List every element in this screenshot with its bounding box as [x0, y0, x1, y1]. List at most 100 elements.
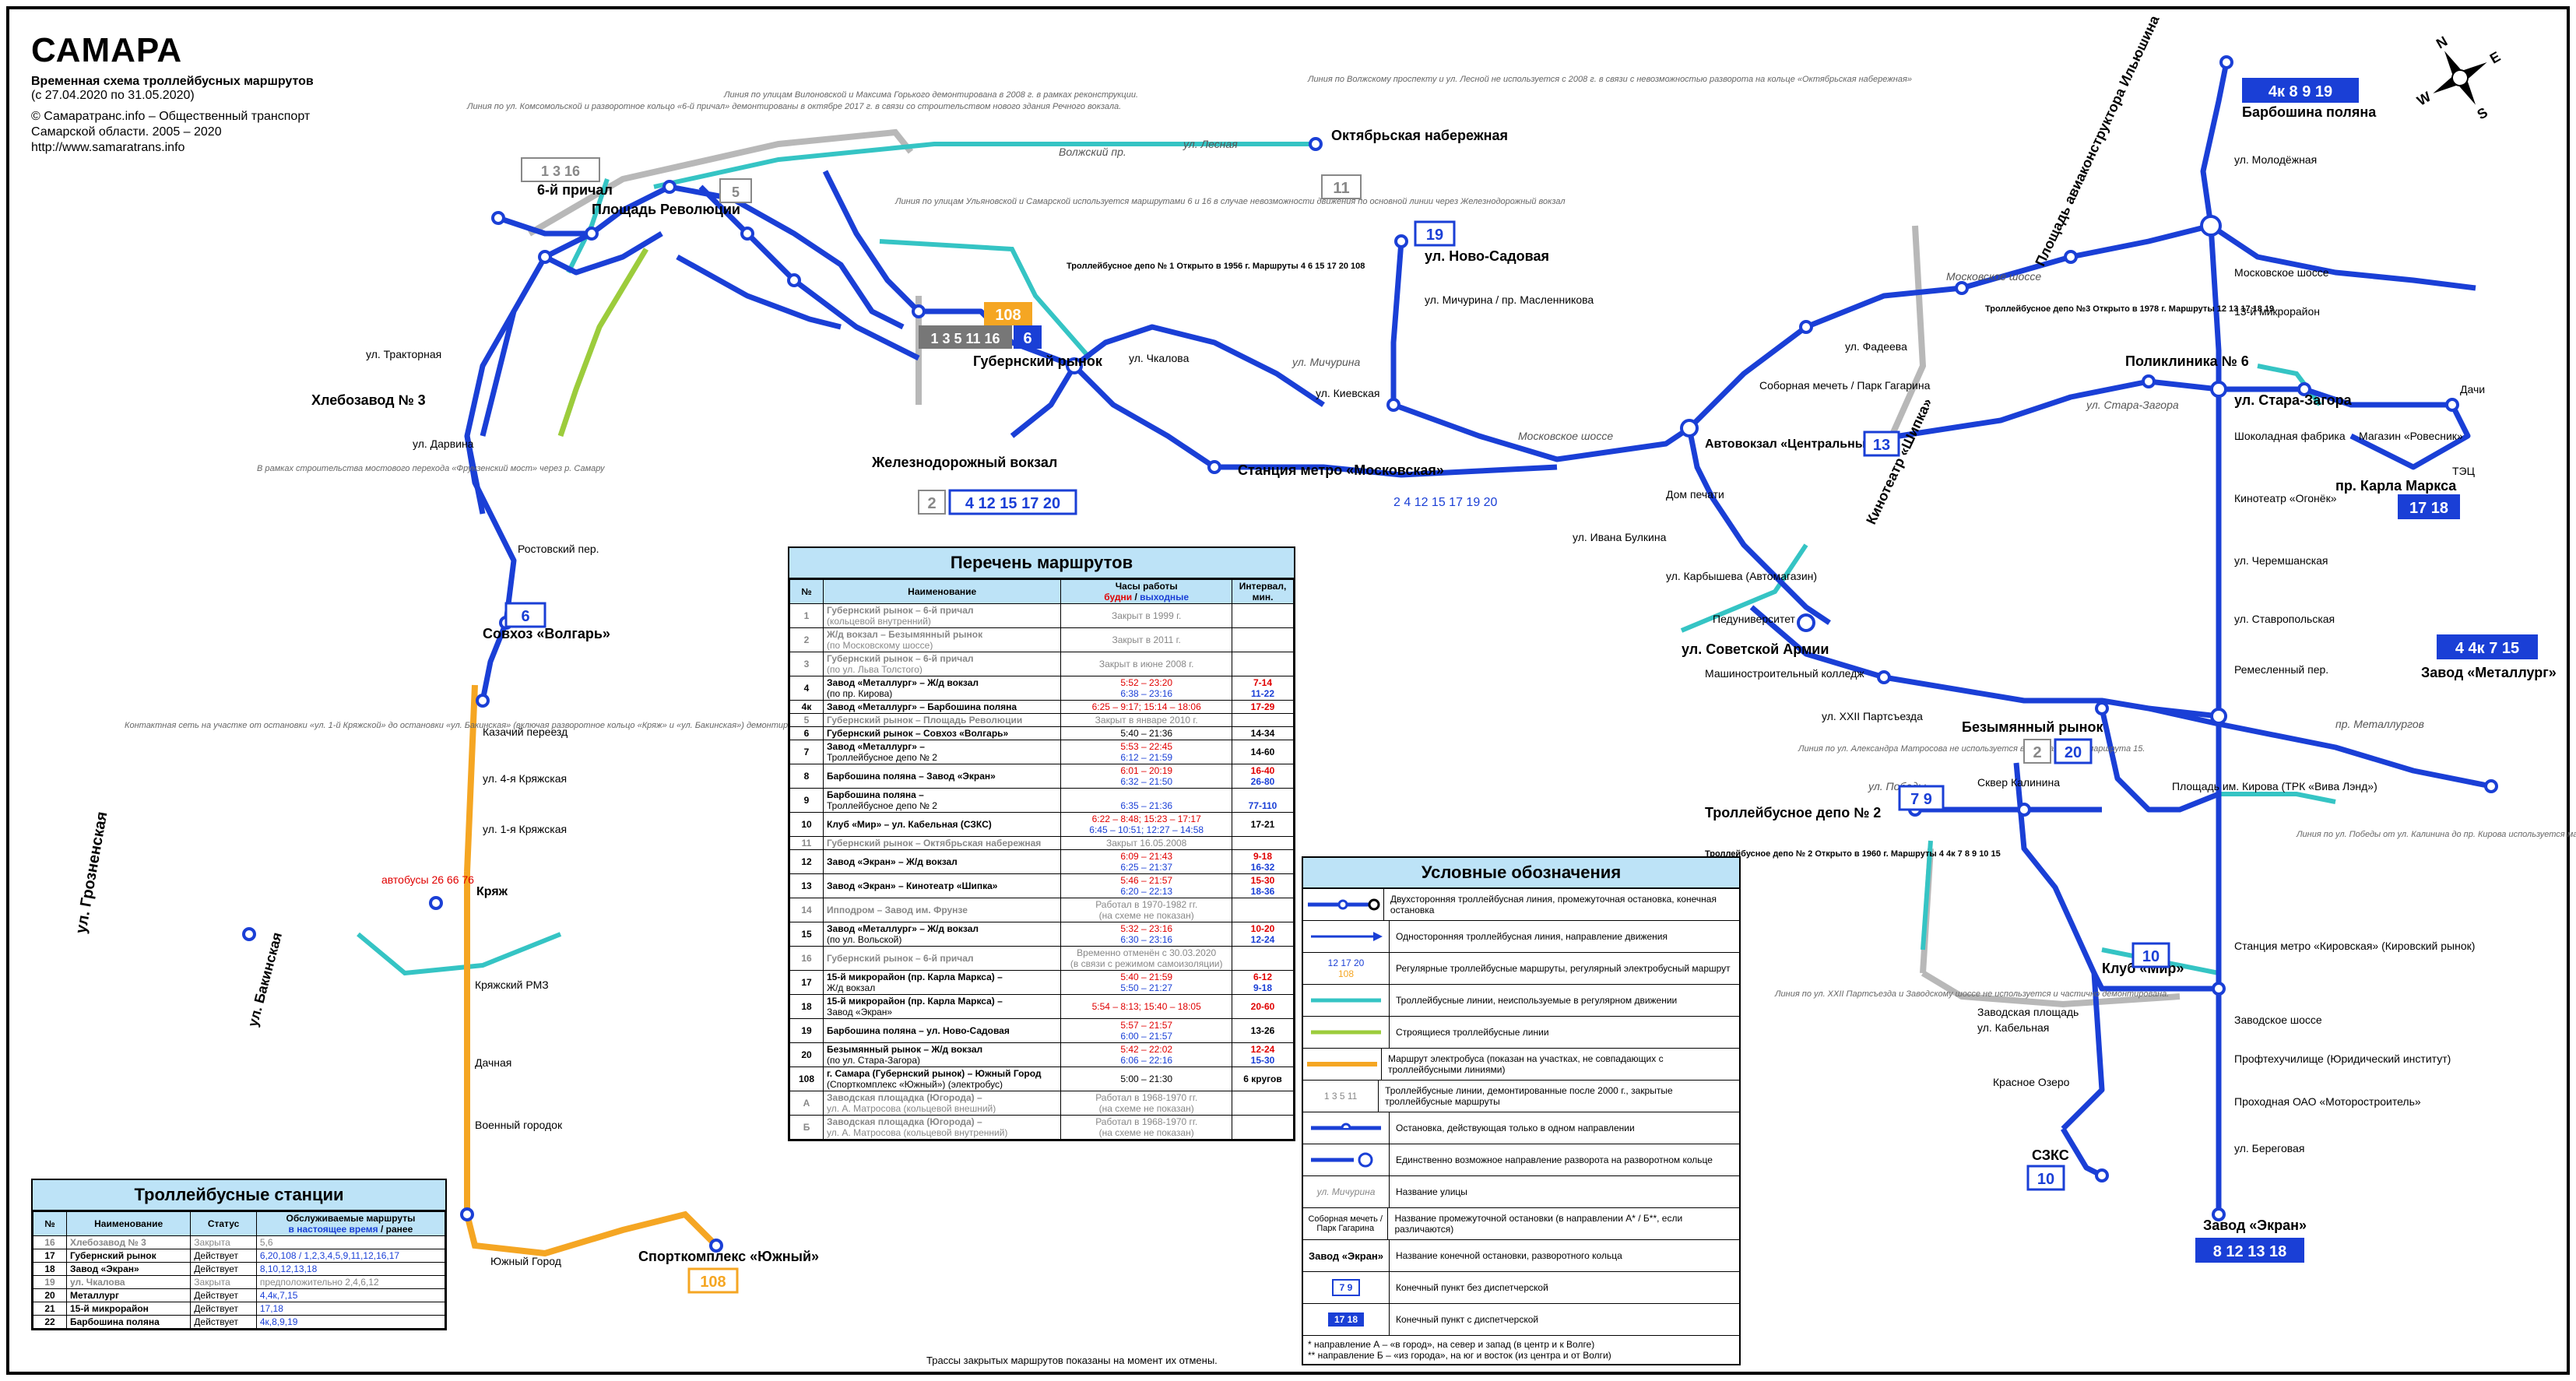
box-r135: 1 3 5 11 16	[930, 331, 1000, 346]
label-yuzhgorod: Южный Город	[490, 1255, 561, 1267]
legend-fn-b: ** направление Б – «из города», на юг и …	[1308, 1350, 1611, 1361]
compass-w: W	[2414, 89, 2434, 109]
label-moskshosse: Московское шоссе	[1518, 430, 1613, 442]
col-num: №	[789, 579, 824, 604]
label-gubernsky: Губернский рынок	[973, 353, 1103, 369]
route-interval: 13-26	[1232, 1018, 1294, 1043]
legend-text: Название конечной остановки, разворотног…	[1396, 1250, 1622, 1261]
station-num: 17	[33, 1249, 67, 1263]
label-ogonek: Кинотеатр «Огонёк»	[2234, 492, 2337, 504]
note-depot2: Троллейбусное депо № 2 Открыто в 1960 г.…	[1705, 849, 2001, 859]
route-name: г. Самара (Губернский рынок) – Южный Гор…	[822, 1066, 1062, 1091]
route-name: 15-й микрорайон (пр. Карла Маркса) –Заво…	[822, 994, 1062, 1019]
legend-symbol	[1303, 1112, 1390, 1144]
route-hours: 6:25 – 9:17; 15:14 – 18:06	[1060, 700, 1232, 714]
note-komsom: Линия по ул. Комсомольской и разворотное…	[466, 102, 1121, 111]
box-r20: 20	[2065, 744, 2082, 761]
route-num: 11	[789, 836, 824, 850]
label-starazagora: ул. Стара-Загора	[2234, 392, 2353, 408]
route-name: Ипподром – Завод им. Фрунзе	[822, 898, 1062, 922]
compass-n: N	[2434, 33, 2450, 52]
col-interval: Интервал, мин.	[1232, 579, 1294, 604]
label-zavodsh: Заводское шоссе	[2234, 1014, 2322, 1026]
station-status: Действует	[190, 1315, 257, 1329]
label-moskshosse2: Московское шоссе	[1946, 270, 2041, 283]
route-name: Завод «Металлург» – Барбошина поляна	[822, 700, 1062, 714]
route-hours: Закрыт в 2011 г.	[1060, 627, 1232, 652]
compass: N S E W	[2414, 33, 2503, 123]
station-routes: 4к,8,9,19	[255, 1315, 446, 1329]
label-szks: СЗКС	[2032, 1147, 2069, 1163]
route-name: Барбошина поляна –Троллейбусное депо № 2	[822, 788, 1062, 813]
label-chkalova: ул. Чкалова	[1129, 352, 1190, 364]
bus-route-108	[464, 684, 719, 1257]
station-num: 22	[33, 1315, 67, 1329]
route-hours: 5:00 – 21:30	[1060, 1066, 1232, 1091]
note-komsom-t: Линия по ул. Комсомольской и разворотное…	[466, 102, 1121, 111]
legend-text: Регулярные троллейбусные маршруты, регул…	[1396, 963, 1731, 974]
label-metrokir: Станция метро «Кировская» (Кировский рын…	[2234, 940, 2475, 952]
label-darvina: ул. Дарвина	[413, 437, 474, 450]
credits-link[interactable]: http://www.samaratrans.info	[31, 141, 185, 154]
legend-item: Двухсторонняя троллейбусная линия, проме…	[1303, 889, 1739, 921]
compass-e: E	[2487, 48, 2503, 66]
route-num: 3	[789, 652, 824, 676]
route-name: Завод «Экран» – Ж/д вокзал	[822, 849, 1062, 874]
legend-symbol: Соборная мечеть / Парк Гагарина	[1303, 1208, 1389, 1239]
box-r108b: 108	[700, 1274, 726, 1291]
route-hours: Закрыт в январе 2010 г.	[1060, 713, 1232, 727]
label-cheremsh: ул. Черемшанская	[2234, 554, 2328, 567]
box-r13: 13	[1873, 437, 1890, 454]
label-rostov: Ростовский пер.	[518, 543, 599, 555]
map-credits: © Самаратранс.info – Общественный трансп…	[31, 109, 358, 156]
note-depot3: Троллейбусное депо №3 Открыто в 1978 г. …	[1985, 304, 2274, 314]
route-num: 2	[789, 627, 824, 652]
station-status: Действует	[190, 1249, 257, 1263]
station-routes: предположительно 2,4,6,12	[255, 1275, 446, 1289]
box-r44k715: 4 4к 7 15	[2455, 640, 2519, 657]
route-interval	[1232, 603, 1294, 628]
label-dachnaya: Дачная	[475, 1056, 511, 1069]
legend-text: Односторонняя троллейбусная линия, напра…	[1396, 931, 1668, 942]
label-kabeln: ул. Кабельная	[1977, 1021, 2049, 1034]
route-num: 17	[789, 970, 824, 995]
box-r19: 19	[1426, 227, 1443, 244]
st-col-status: Статус	[190, 1211, 257, 1236]
label-karlmarx: пр. Карла Маркса	[2335, 478, 2457, 494]
legend-title: Условные обозначения	[1303, 858, 1739, 889]
map-subtitle: Временная схема троллейбусных маршрутов	[31, 75, 314, 88]
box-r5: 5	[732, 184, 740, 200]
box-r4k8919: 4к 8 9 19	[2268, 83, 2332, 100]
route-name: Заводская площадка (Югорода) –ул. А. Мат…	[822, 1115, 1062, 1140]
legend-symbol: 7 9	[1303, 1272, 1390, 1303]
label-beregov: ул. Береговая	[2234, 1142, 2304, 1154]
label-remesl: Ремесленный пер.	[2234, 663, 2328, 676]
legend-text: Остановка, действующая только в одном на…	[1396, 1123, 1635, 1133]
box-r6b: 6	[521, 608, 529, 625]
label-pier6: 6-й причал	[537, 182, 613, 198]
legend-text: Троллейбусные линии, неиспользуемые в ре…	[1396, 995, 1678, 1006]
route-interval: 20-60	[1232, 994, 1294, 1019]
legend-item: Строящиеся троллейбусные линии	[1303, 1017, 1739, 1049]
route-num: 9	[789, 788, 824, 813]
